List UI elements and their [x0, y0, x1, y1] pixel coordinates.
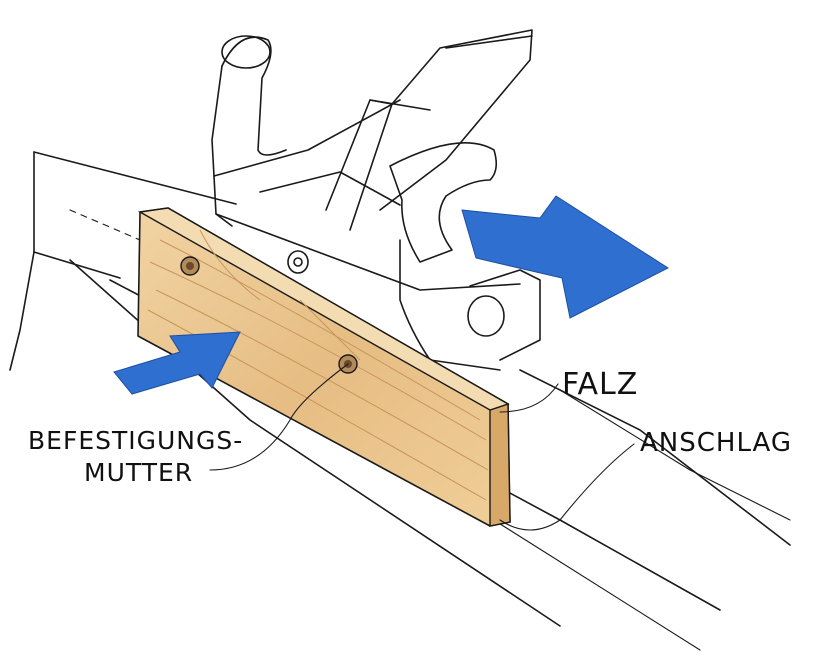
label-anschlag: ANSCHLAG [640, 428, 793, 458]
label-nut-line1: BEFESTIGUNGS- [28, 426, 244, 455]
label-falz: FALZ [562, 367, 639, 402]
push-arrow-left [113, 331, 241, 395]
label-nut-line2: MUTTER [84, 458, 194, 487]
wooden-fence [137, 207, 511, 527]
leader-lines [209, 363, 635, 531]
push-arrow-right [461, 195, 670, 319]
plane-body [211, 29, 541, 371]
